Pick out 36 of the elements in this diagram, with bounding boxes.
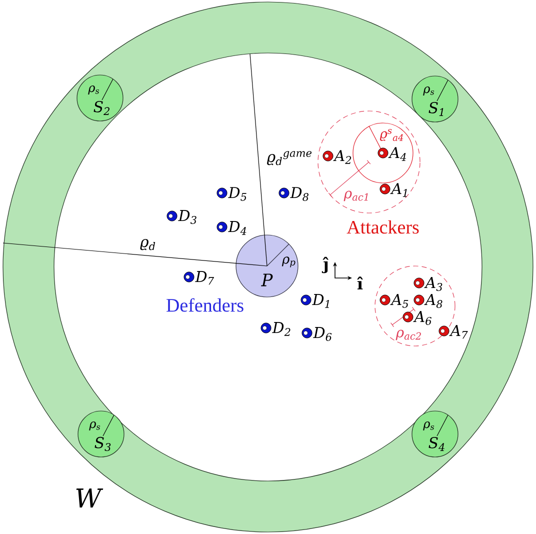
radius-label: ϱ$^{s}$a4 [380, 129, 404, 141]
agent-label: A$_{3}$ [424, 277, 442, 291]
agent-label: D$_{1}$ [312, 294, 329, 308]
region-label: W [76, 488, 104, 508]
agent-label: D$_{8}$ [290, 187, 308, 201]
agent-label: A$_{2}$ [333, 150, 352, 164]
group-label: Defenders [166, 298, 244, 312]
group-label: Attackers [346, 220, 419, 234]
radius-label: ϱ$_{d}$game [267, 151, 312, 166]
agent-label: A$_{5}$ [390, 294, 408, 308]
agent-label: A$_{7}$ [449, 325, 468, 339]
radius-label: ρ$_{s}$ [423, 422, 434, 430]
region-label: S$_{3}$ [94, 436, 111, 452]
agent-label: D$_{2}$ [272, 322, 290, 336]
radius-label: ρ$_{s}$ [89, 422, 100, 430]
agent-label: A$_{8}$ [424, 294, 442, 308]
axis-label: ĵ [322, 256, 329, 274]
region-label: S$_{4}$ [428, 437, 444, 451]
agent-label: A$_{4}$ [388, 147, 406, 161]
agent-label: D$_{6}$ [313, 327, 332, 341]
radius-label: ρ$_{p}$ [282, 256, 296, 268]
region-label: S$_{1}$ [428, 102, 444, 116]
axis-label: î [357, 276, 363, 290]
region-label: P [261, 274, 273, 286]
radius-label: ρ$_{s}$ [423, 86, 434, 96]
agent-label: A$_{1}$ [390, 183, 407, 197]
radius-label: ρ$_{s}$ [88, 86, 100, 94]
agent-label: D$_{3}$ [178, 210, 196, 224]
radius-label: ρ$_{ac2}$ [396, 330, 421, 340]
agent-label: D$_{4}$ [228, 221, 246, 235]
region-label: S$_{2}$ [94, 101, 110, 115]
agent-label: A$_{6}$ [413, 311, 432, 325]
agent-label: D$_{5}$ [228, 187, 246, 201]
agent-label: D$_{7}$ [195, 271, 214, 285]
radius-label: ρ$_{ac1}$ [344, 190, 368, 202]
radius-label: ϱ$_{d}$ [140, 239, 156, 250]
